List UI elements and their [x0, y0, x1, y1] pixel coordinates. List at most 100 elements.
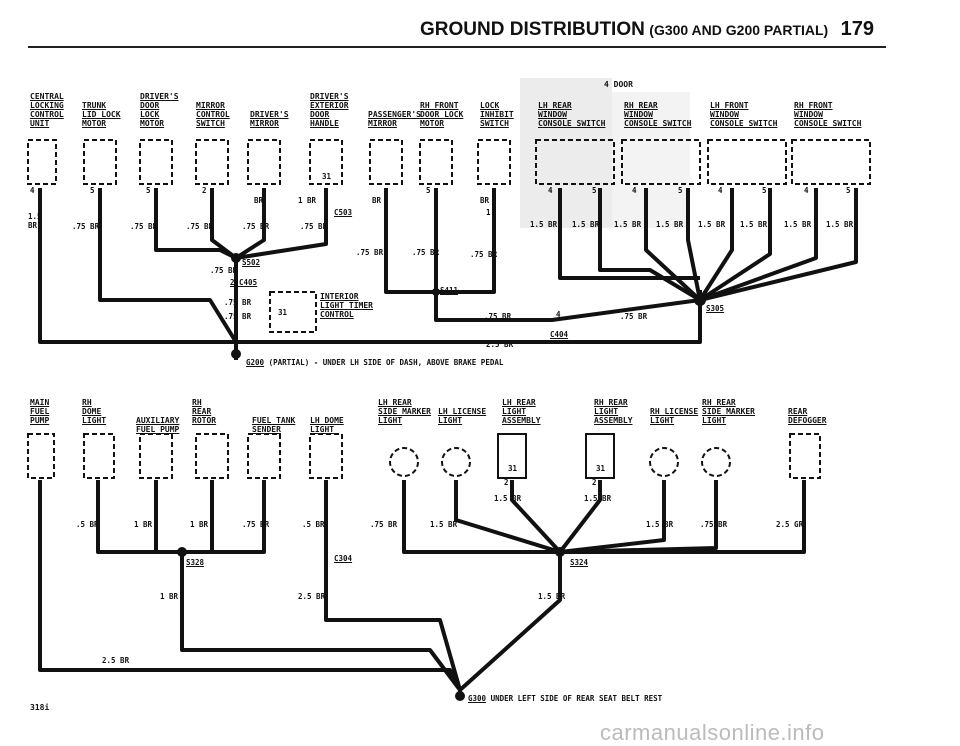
wire-label: 1.5 BR	[538, 592, 566, 601]
comp-lh-license: LH LICENSE LIGHT	[438, 407, 487, 425]
wire-label: 2.5 GR	[776, 520, 804, 529]
wire-label: .75 BR	[210, 266, 238, 275]
pin-label: 4	[548, 186, 553, 195]
timer-pin: 31	[278, 308, 288, 317]
comp-drivers-ext-handle: DRIVER'S EXTERIOR DOOR HANDLE	[310, 92, 349, 128]
pin-label: 5	[592, 186, 597, 195]
wire-label: 1.5 BR	[656, 220, 684, 229]
four-door-label: 4 DOOR	[604, 80, 633, 89]
comp-rh-license: RH LICENSE LIGHT	[650, 407, 699, 425]
comp-lh-rear-side-marker: LH REAR SIDE MARKER LIGHT	[378, 398, 431, 425]
wire-label: 1.5 BR	[740, 220, 768, 229]
pin-label: 31	[596, 464, 606, 473]
comp-lh-rear-assembly: LH REAR LIGHT ASSEMBLY	[502, 398, 541, 425]
wire-label: 2.5 BR	[486, 340, 514, 349]
wire-label: .75 BR	[242, 222, 270, 231]
wire-label: .75 BR	[224, 298, 252, 307]
pin-label: 5	[426, 186, 431, 195]
wire-label: .5 BR	[302, 520, 325, 529]
comp-drivers-door-lock: DRIVER'S DOOR LOCK MOTOR	[140, 92, 179, 128]
pin-label: 4	[718, 186, 723, 195]
wire-label: 1.5 BR	[698, 220, 726, 229]
pin-label: 31	[322, 172, 332, 181]
comp-lh-dome-light: LH DOME LIGHT	[310, 416, 344, 434]
comp-central-locking: CENTRAL LOCKING CONTROL UNIT	[30, 92, 64, 128]
comp-rh-rear-window: RH REAR WINDOW CONSOLE SWITCH	[624, 101, 692, 128]
wire-label: .5 BR	[76, 520, 99, 529]
connector-c405: 2 C405	[230, 278, 258, 287]
wire-label: BR	[372, 196, 382, 205]
pin-label: 31	[508, 464, 518, 473]
pin-label: 5	[678, 186, 683, 195]
wire-label: 1 BR	[160, 592, 179, 601]
wire-label: BR	[254, 196, 264, 205]
wire-label: .75 BR	[242, 520, 270, 529]
wire-label: 1.5 BR	[572, 220, 600, 229]
wire-label: BR	[480, 196, 490, 205]
pin-label: 4	[30, 186, 35, 195]
wire-label: 2.5 BR	[102, 656, 130, 665]
connector-s411: S411	[440, 286, 459, 295]
wire-label: 1.5 BR	[530, 220, 558, 229]
wire-label: 1 BR	[298, 196, 317, 205]
model-label: 318i	[30, 703, 50, 712]
c404-pin: 4	[556, 310, 561, 319]
wire-label: 1.5 BR	[784, 220, 812, 229]
page-header: GROUND DISTRIBUTION (G300 AND G200 PARTI…	[420, 18, 874, 41]
connector-c404: C404	[550, 330, 569, 339]
wire-label: 1 BR	[190, 520, 209, 529]
pin-label: 2	[504, 478, 509, 487]
comp-rh-rear-side-marker: RH REAR SIDE MARKER LIGHT	[702, 398, 755, 425]
wire-label: .75 BR	[186, 222, 214, 231]
comp-interior-timer: INTERIOR LIGHT TIMER CONTROL	[320, 292, 373, 319]
pin-label: 2	[592, 478, 597, 487]
comp-fuel-tank-sender: FUEL TANK SENDER	[252, 416, 296, 434]
wire-label: 1 BR	[134, 520, 153, 529]
wire-label: .75 BR	[300, 222, 328, 231]
watermark: carmanualsonline.info	[600, 720, 825, 745]
connector-c304: C304	[334, 554, 353, 563]
wire-label: 1.5 BR	[430, 520, 458, 529]
wire-label: 1.5 BR	[494, 494, 522, 503]
connector-s328: S328	[186, 558, 205, 567]
wire-label: .75 BR	[356, 248, 384, 257]
pin-label: 5	[146, 186, 151, 195]
wire-label: 2.5 BR	[298, 592, 326, 601]
pin-label: 4	[804, 186, 809, 195]
comp-drivers-mirror: DRIVER'S MIRROR	[250, 110, 289, 128]
g200-label: G200 (PARTIAL) - UNDER LH SIDE OF DASH, …	[246, 358, 504, 367]
wire-label: 1.5 BR	[614, 220, 642, 229]
comp-lh-rear-window: LH REAR WINDOW CONSOLE SWITCH	[538, 101, 606, 128]
wire-label: .75 BR	[72, 222, 100, 231]
page-subtitle: (G300 AND G200 PARTIAL)	[649, 22, 829, 38]
comp-mirror-control: MIRROR CONTROL SWITCH	[196, 101, 230, 128]
connector-s305: S305	[706, 304, 725, 313]
wire-label: 1.5 BR	[584, 494, 612, 503]
page-title: GROUND DISTRIBUTION	[420, 19, 645, 40]
wire-label: 1.5 BR	[826, 220, 854, 229]
pin-label: 2	[202, 186, 207, 195]
g300-label: G300 UNDER LEFT SIDE OF REAR SEAT BELT R…	[468, 694, 663, 703]
connector-s324: S324	[570, 558, 589, 567]
comp-lh-front-window: LH FRONT WINDOW CONSOLE SWITCH	[710, 101, 778, 128]
wire-label: .75 BR	[620, 312, 648, 321]
comp-passengers-mirror: PASSENGER'S MIRROR	[368, 110, 421, 128]
comp-rh-rear-rotor: RH REAR ROTOR	[192, 398, 217, 425]
comp-trunk-lid-lock: TRUNK LID LOCK MOTOR	[82, 101, 121, 128]
wire-label: .75 BR	[130, 222, 158, 231]
pin-label: 1	[486, 208, 491, 217]
connector-s502: S502	[242, 258, 261, 267]
comp-rh-dome-light: RH DOME LIGHT	[82, 398, 107, 425]
comp-rear-defogger: REAR DEFOGGER	[788, 407, 827, 425]
connector-c503: C503	[334, 208, 353, 217]
wire-label: .75 BR	[412, 248, 440, 257]
pin-label: 4	[632, 186, 637, 195]
header-rule	[28, 46, 886, 48]
wire-label: 1.5 BR	[646, 520, 674, 529]
comp-rh-front-lock: RH FRONT DOOR LOCK MOTOR	[420, 101, 464, 128]
comp-rh-front-window: RH FRONT WINDOW CONSOLE SWITCH	[794, 101, 862, 128]
pin-label: 5	[90, 186, 95, 195]
wire-label: .75 BR	[224, 312, 252, 321]
pin-label: 5	[846, 186, 851, 195]
